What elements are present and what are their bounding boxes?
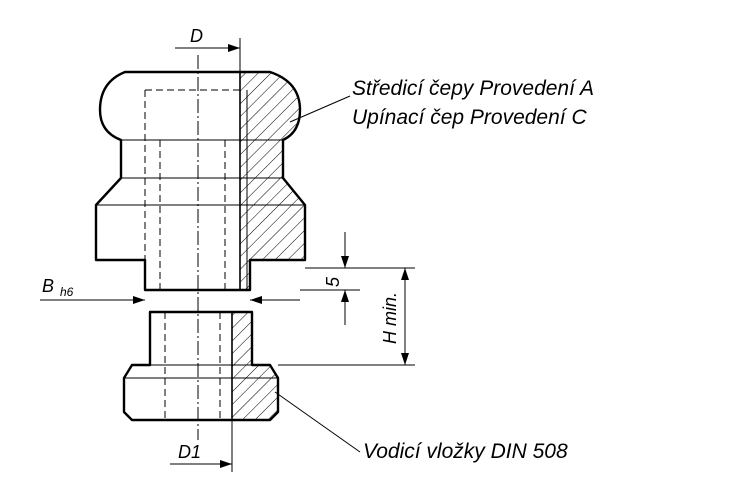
label-D1: D1 — [178, 442, 201, 462]
callout-clamping-pin: Upínací čep Provedení C — [352, 106, 587, 129]
label-B: B — [42, 276, 54, 296]
label-5: 5 — [323, 276, 343, 287]
callout-guide-bushing: Vodicí vložky DIN 508 — [363, 440, 568, 463]
leader-top — [289, 95, 351, 123]
callout-centering-pin: Středicí čepy Provedení A — [352, 77, 594, 100]
dim-B: B h6 — [40, 276, 300, 304]
dim-height: 5 H min. — [278, 232, 415, 366]
label-B-sub: h6 — [60, 285, 74, 299]
guide-bushing — [122, 310, 280, 422]
dim-D1: D1 — [170, 420, 233, 472]
centering-pin — [94, 70, 307, 292]
label-H-min: H min. — [380, 292, 400, 344]
leader-bottom — [274, 391, 361, 453]
pin-outline — [94, 70, 307, 292]
pin-section-hatch — [240, 72, 305, 290]
label-D: D — [190, 26, 203, 46]
dim-D: D — [175, 26, 241, 72]
